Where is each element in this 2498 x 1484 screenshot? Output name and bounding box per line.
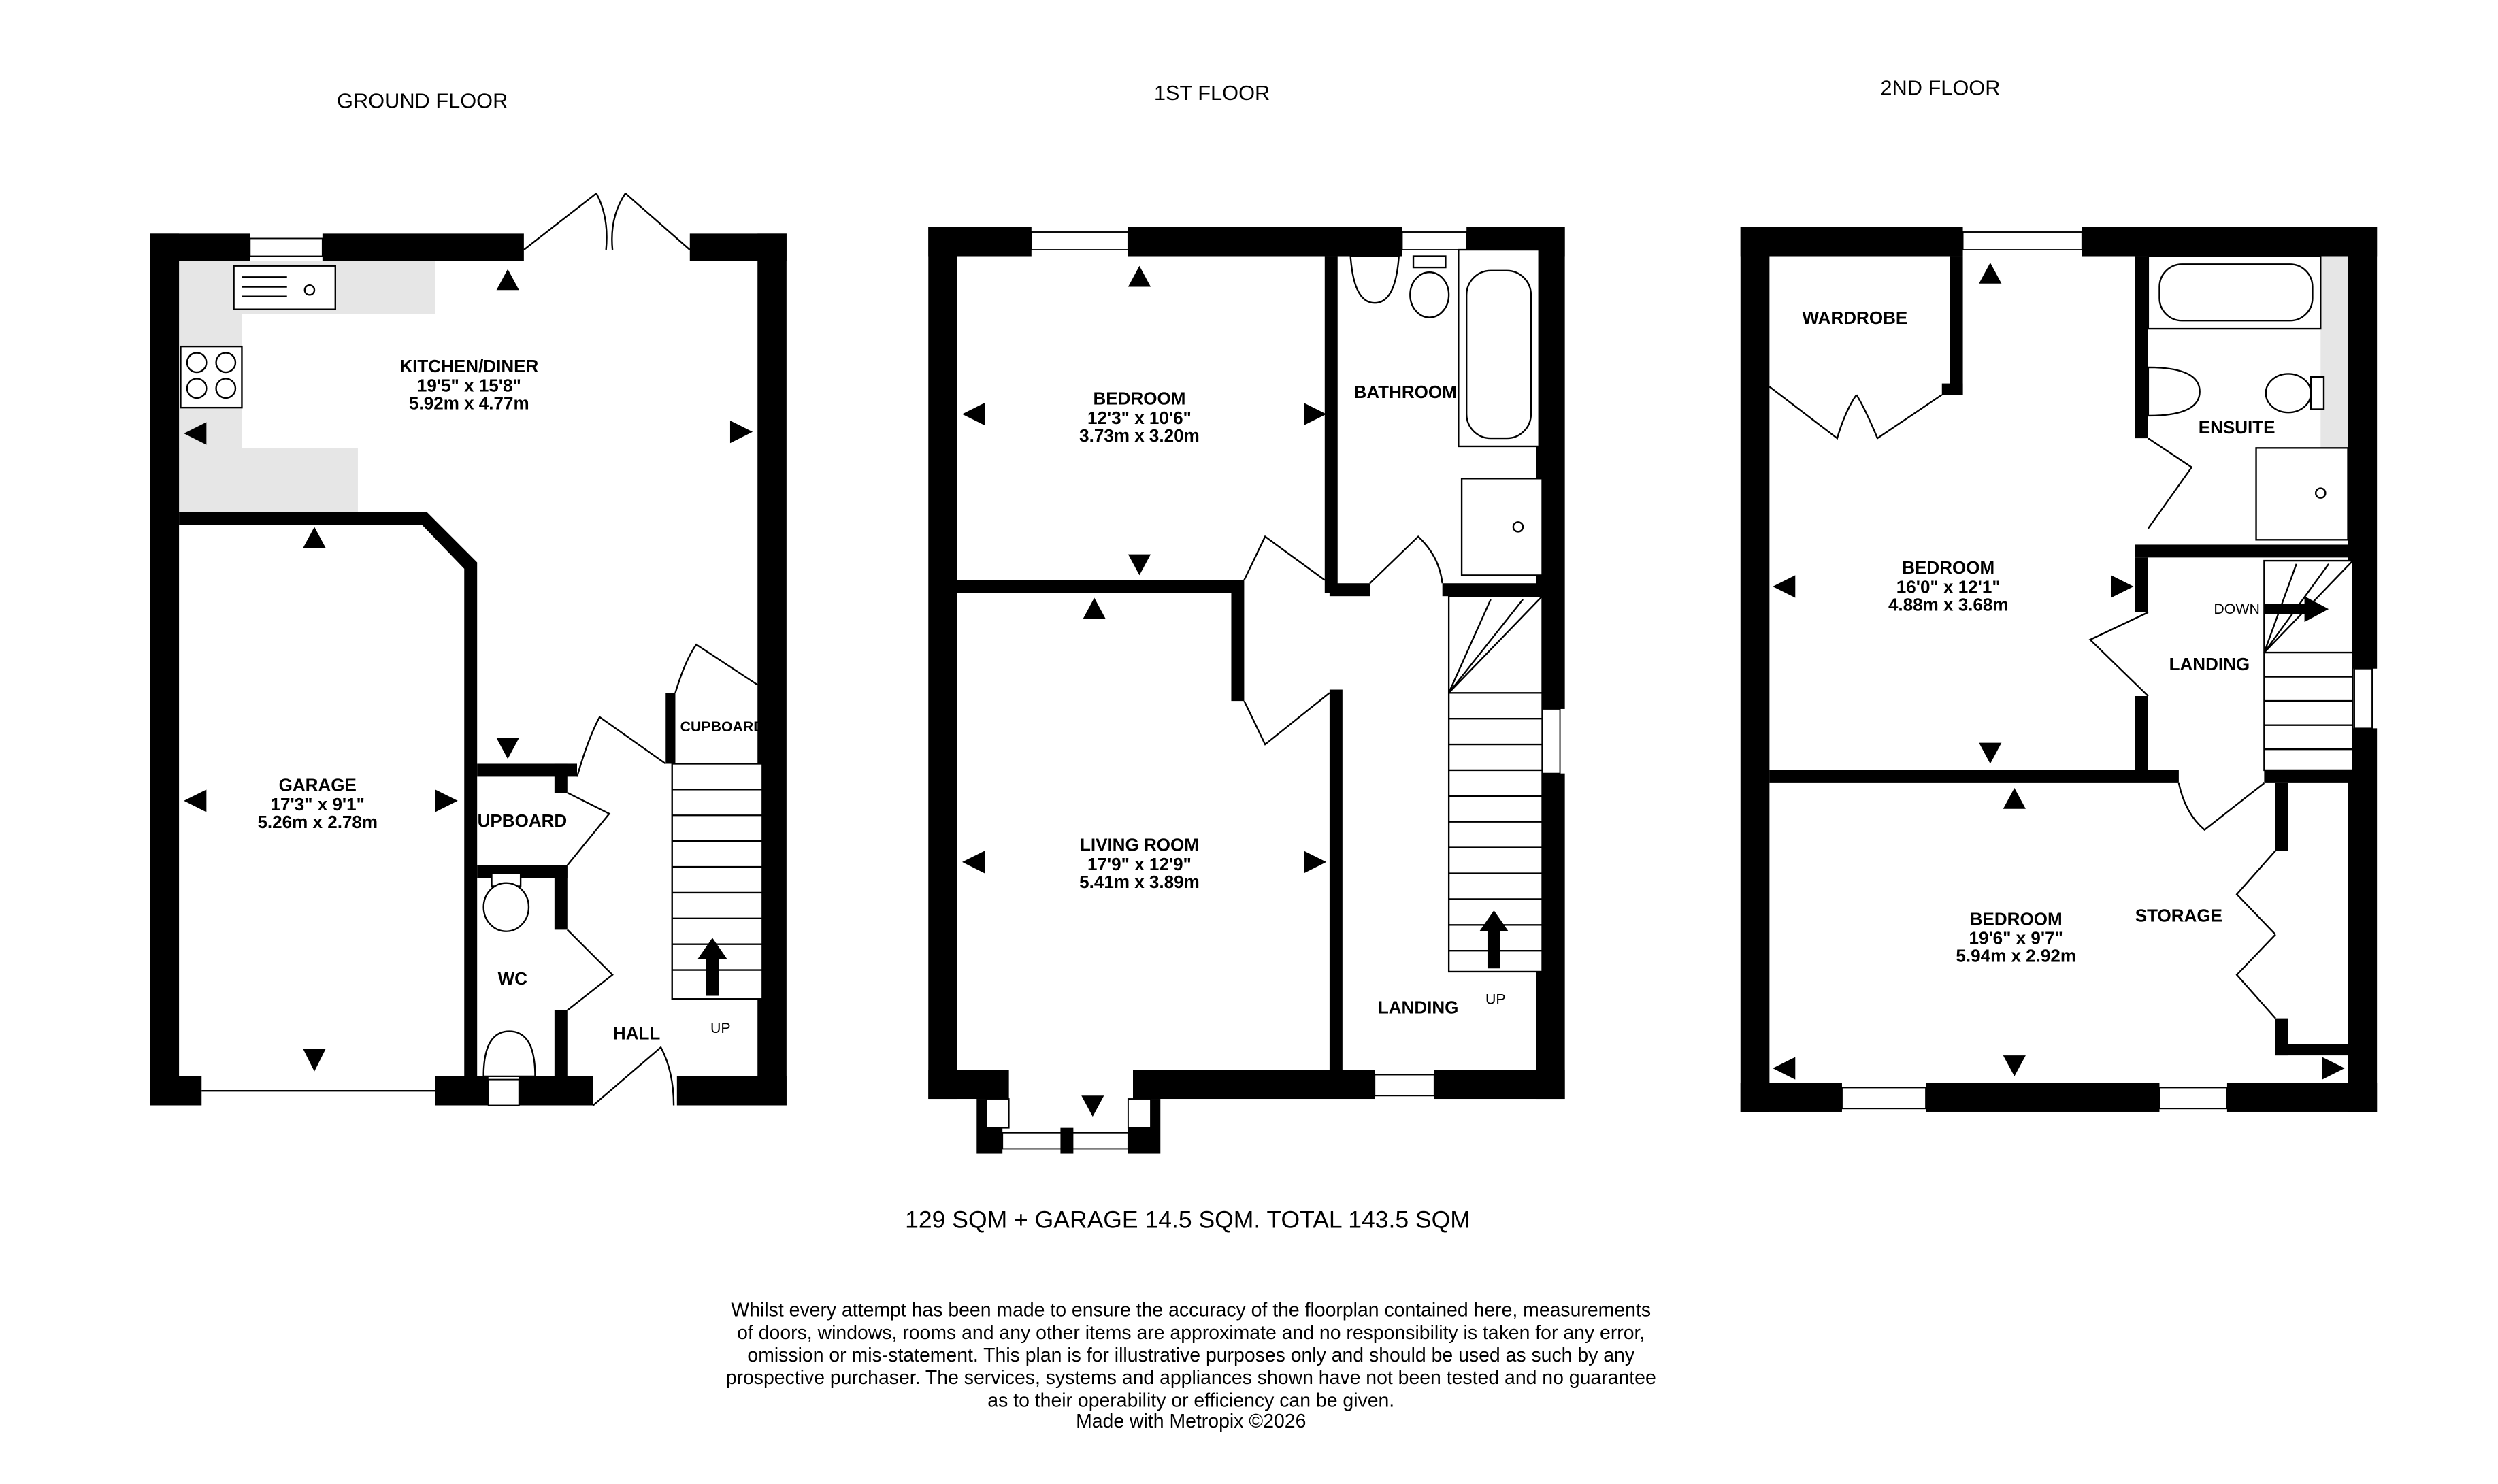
room-imperial: 19'5" x 15'8" (417, 375, 521, 395)
bath-icon (2147, 255, 2322, 330)
basin-icon (1349, 255, 1400, 304)
toilet-icon (1409, 255, 1450, 318)
bath-icon (1458, 248, 1540, 448)
window (1962, 231, 2083, 250)
room-name-bedroom: BEDROOM (1902, 557, 1994, 578)
hall-label: HALL (613, 1023, 660, 1043)
shower-icon (2255, 447, 2349, 541)
up-label: UP (710, 1020, 731, 1036)
cupboard-label: CUPBOARD (465, 810, 567, 831)
ground-floor-plan: GROUND FLOOR (150, 89, 787, 1106)
hob-icon (180, 345, 243, 409)
up-arrow-icon (1479, 910, 1509, 969)
down-arrow-icon (2264, 596, 2329, 623)
wardrobe-label: WARDROBE (1803, 308, 1908, 328)
window (487, 1078, 520, 1106)
bay-window (976, 1098, 1161, 1154)
first-floor-title: 1ST FLOOR (1154, 81, 1270, 105)
window (2158, 1087, 2228, 1110)
ensuite-label: ENSUITE (2199, 417, 2275, 438)
window (1541, 708, 1561, 774)
room-metric: 5.92m x 4.77m (409, 393, 529, 413)
room-imperial: 17'9" x 12'9" (1087, 854, 1192, 874)
cupboard-label: CUPBOARD (680, 719, 764, 735)
down-label: DOWN (2214, 601, 2259, 617)
up-arrow-icon (697, 938, 727, 996)
ensuite-counter (2320, 256, 2348, 450)
window (1030, 231, 1129, 250)
disclaimer-line: Made with Metropix ©2026 (1076, 1411, 1306, 1432)
room-name-bedroom: BEDROOM (1970, 908, 2063, 929)
room-name-kitchen-diner: KITCHEN/DINER (399, 356, 538, 376)
room-imperial: 19'6" x 9'7" (1969, 928, 2063, 949)
disclaimer: Whilst every attempt has been made to en… (726, 1300, 1656, 1432)
room-name-garage: GARAGE (279, 775, 357, 795)
landing-label: LANDING (2169, 654, 2250, 674)
staircase (671, 763, 763, 1000)
basin-icon (2147, 366, 2201, 417)
room-imperial: 17'3" x 9'1" (271, 794, 365, 814)
first-floor-plan: 1ST FLOOR (928, 81, 1565, 1154)
window (249, 237, 323, 257)
shower-icon (1460, 478, 1543, 576)
second-floor-plan: 2ND FLOOR (1740, 76, 2378, 1112)
kitchen-counter (179, 448, 358, 513)
room-imperial: 16'0" x 12'1" (1896, 576, 2001, 597)
staircase (1447, 595, 1543, 973)
dimension-arrows (962, 265, 1327, 1117)
disclaimer-line: omission or mis-statement. This plan is … (747, 1345, 1634, 1366)
room-metric: 3.73m x 3.20m (1079, 425, 1200, 446)
disclaimer-line: as to their operability or efficiency ca… (987, 1389, 1394, 1411)
toilet-icon (2265, 373, 2325, 414)
window (1374, 1074, 1435, 1097)
up-label: UP (1485, 991, 1506, 1007)
area-summary: 129 SQM + GARAGE 14.5 SQM. TOTAL 143.5 S… (905, 1206, 1470, 1233)
room-metric: 4.88m x 3.68m (1888, 595, 2009, 615)
dimension-arrows (184, 269, 753, 1072)
sink-icon (233, 265, 336, 310)
landing-label: LANDING (1378, 997, 1459, 1018)
bathroom-label: BATHROOM (1354, 382, 1457, 402)
window (1401, 231, 1468, 250)
room-name-bedroom: BEDROOM (1093, 388, 1185, 408)
door-swings (1243, 535, 1443, 746)
disclaimer-line: Whilst every attempt has been made to en… (731, 1300, 1651, 1321)
ground-floor-title: GROUND FLOOR (337, 89, 508, 113)
wc-label: WC (498, 968, 528, 989)
window (2354, 667, 2373, 729)
second-floor-title: 2ND FLOOR (1880, 76, 2000, 100)
dimension-arrows (1773, 262, 2345, 1080)
room-name-living-room: LIVING ROOM (1080, 834, 1199, 855)
room-metric: 5.26m x 2.78m (257, 812, 378, 832)
french-doors (523, 193, 691, 250)
disclaimer-line: prospective purchaser. The services, sys… (726, 1367, 1656, 1389)
room-imperial: 12'3" x 10'6" (1087, 408, 1192, 428)
basin-icon (482, 1030, 536, 1078)
room-metric: 5.41m x 3.89m (1079, 872, 1200, 892)
door-swings (566, 643, 758, 1106)
room-metric: 5.94m x 2.92m (1956, 946, 2076, 966)
toilet-icon (482, 872, 530, 932)
door-swings (1769, 386, 2276, 1019)
staircase (2263, 559, 2354, 772)
disclaimer-line: of doors, windows, rooms and any other i… (737, 1322, 1645, 1344)
window (1841, 1087, 1927, 1110)
storage-label: STORAGE (2135, 906, 2222, 926)
